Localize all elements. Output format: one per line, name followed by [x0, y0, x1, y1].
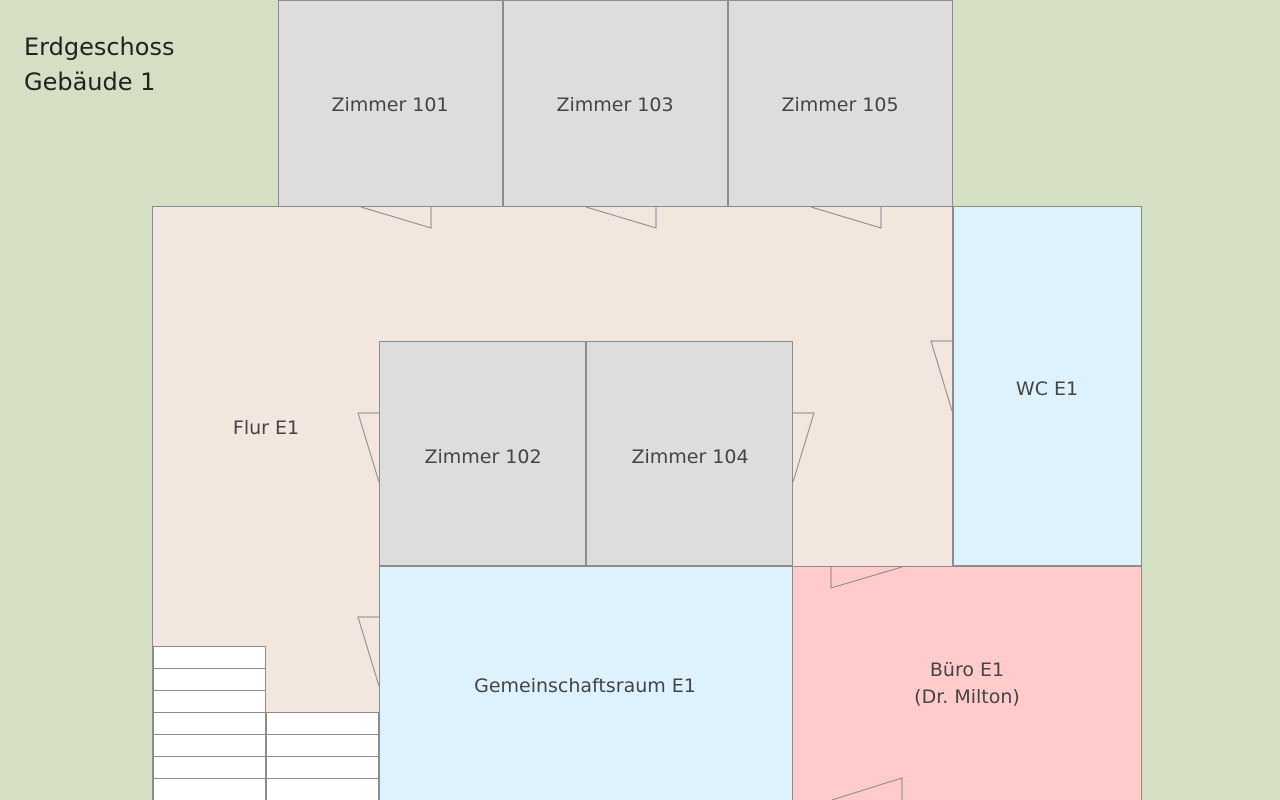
door-common-room — [357, 616, 380, 687]
door-zimmer-102 — [357, 412, 380, 483]
room-office[interactable] — [792, 566, 1142, 800]
stair-step — [153, 734, 266, 757]
stair-step — [153, 712, 266, 735]
stair-step — [266, 734, 379, 757]
corridor-label: Flur E1 — [233, 417, 299, 439]
room-zimmer-101[interactable] — [278, 0, 503, 207]
room-zimmer-103-label: Zimmer 103 — [556, 94, 673, 116]
room-zimmer-105-label: Zimmer 105 — [781, 94, 898, 116]
door-wc — [930, 340, 953, 412]
room-common[interactable] — [379, 566, 793, 800]
stair-step — [153, 690, 266, 713]
door-zimmer-105 — [810, 206, 882, 229]
floor-plan-title: Erdgeschoss Gebäude 1 — [24, 30, 174, 100]
title-floor: Erdgeschoss — [24, 33, 175, 61]
room-zimmer-104[interactable] — [586, 341, 793, 566]
stair-step — [153, 778, 266, 800]
door-swings — [357, 206, 953, 800]
staircase — [153, 646, 379, 800]
room-zimmer-105[interactable] — [728, 0, 953, 207]
door-zimmer-103 — [585, 206, 657, 229]
room-zimmer-104-label: Zimmer 104 — [631, 446, 748, 468]
room-wc[interactable] — [953, 206, 1142, 566]
room-zimmer-103[interactable] — [503, 0, 728, 207]
title-building: Gebäude 1 — [24, 68, 156, 96]
room-office-label-person: (Dr. Milton) — [914, 686, 1020, 708]
room-zimmer-102-label: Zimmer 102 — [424, 446, 541, 468]
room-zimmer-102[interactable] — [379, 341, 586, 566]
door-office-top — [830, 566, 903, 589]
stair-step — [266, 778, 379, 800]
stair-step — [153, 646, 266, 669]
stair-step — [153, 668, 266, 691]
room-office-label-name: Büro E1 — [930, 659, 1004, 681]
stair-step — [266, 756, 379, 779]
door-zimmer-104 — [792, 412, 815, 483]
door-office-bottom — [831, 777, 903, 800]
stair-step — [153, 756, 266, 779]
room-common-label: Gemeinschaftsraum E1 — [474, 675, 696, 697]
room-wc-label: WC E1 — [1016, 378, 1078, 400]
door-zimmer-101 — [360, 206, 432, 229]
room-zimmer-101-label: Zimmer 101 — [331, 94, 448, 116]
stair-step — [266, 712, 379, 735]
